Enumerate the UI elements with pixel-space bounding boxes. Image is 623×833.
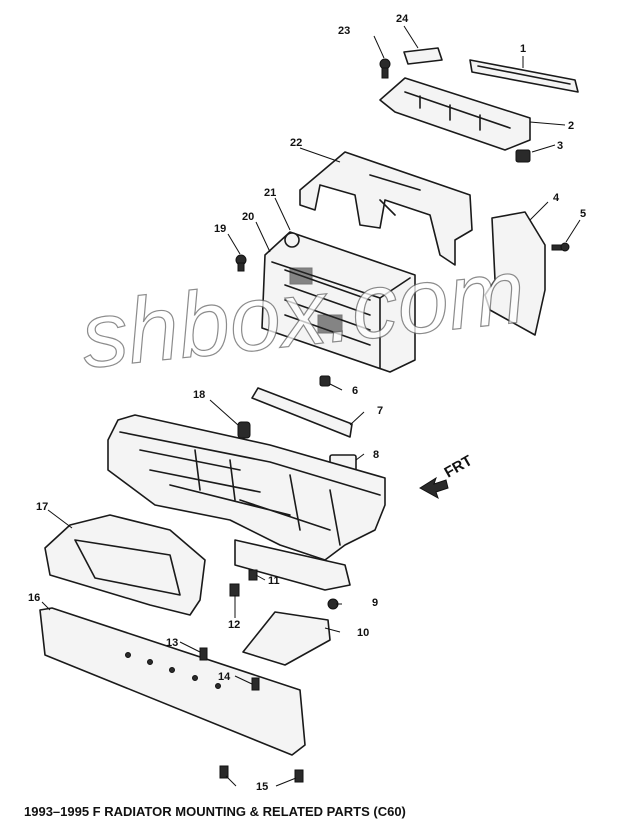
callout-1: 1 bbox=[520, 43, 526, 55]
part-6-clip bbox=[319, 375, 331, 387]
callout-11: 11 bbox=[268, 575, 280, 587]
callout-17: 17 bbox=[36, 501, 48, 513]
part-7-seal-bar bbox=[251, 387, 353, 438]
part-11-fastener bbox=[248, 569, 258, 581]
part-17-air-duct bbox=[44, 514, 206, 616]
part-19-bolt bbox=[235, 254, 247, 272]
part-21-radiator-cap bbox=[284, 232, 300, 248]
callout-24: 24 bbox=[396, 13, 409, 25]
front-direction-indicator: FRT bbox=[419, 452, 476, 500]
callout-22: 22 bbox=[290, 137, 302, 149]
callout-8: 8 bbox=[373, 449, 379, 461]
part-13-bolt bbox=[199, 647, 208, 661]
part-10-lower-shield bbox=[242, 611, 331, 666]
part-18-bumper bbox=[237, 421, 251, 439]
leader-lines bbox=[41, 25, 581, 787]
watermark: shbox.com bbox=[76, 240, 529, 388]
callout-9: 9 bbox=[372, 597, 378, 609]
callout-3: 3 bbox=[557, 140, 563, 152]
part-5-screw bbox=[551, 242, 570, 252]
callout-20: 20 bbox=[242, 211, 254, 223]
part-4-side-baffle bbox=[484, 211, 546, 336]
part-22-support-bracket bbox=[299, 151, 473, 266]
callout-7: 7 bbox=[377, 405, 383, 417]
part-1-seal-strip bbox=[469, 59, 579, 93]
part-15-screws bbox=[219, 765, 304, 783]
callout-4: 4 bbox=[553, 192, 560, 204]
callout-6: 6 bbox=[352, 385, 358, 397]
callout-15: 15 bbox=[256, 781, 268, 793]
callout-2: 2 bbox=[568, 120, 574, 132]
front-direction-label: FRT bbox=[442, 452, 476, 481]
callout-14: 14 bbox=[218, 671, 231, 683]
part-20-radiator bbox=[261, 231, 416, 373]
diagram-caption: 1993–1995 F RADIATOR MOUNTING & RELATED … bbox=[24, 804, 406, 819]
callout-21: 21 bbox=[264, 187, 276, 199]
callout-18: 18 bbox=[193, 389, 205, 401]
callout-16: 16 bbox=[28, 592, 40, 604]
callout-13: 13 bbox=[166, 637, 178, 649]
part-14-bolt bbox=[251, 677, 260, 691]
part-2-upper-support bbox=[379, 77, 531, 151]
part-3-clip bbox=[515, 149, 531, 163]
part-24-label-plate bbox=[403, 47, 443, 65]
callout-10: 10 bbox=[357, 627, 369, 639]
part-12-fastener bbox=[229, 583, 240, 597]
callout-23: 23 bbox=[338, 25, 350, 37]
callout-5: 5 bbox=[580, 208, 586, 220]
callout-numbers: 1 2 3 4 5 6 7 8 9 10 11 12 13 14 15 16 1… bbox=[28, 13, 586, 793]
part-23-bolt bbox=[379, 58, 391, 79]
part-16-air-dam bbox=[39, 607, 306, 756]
lower-deflector bbox=[234, 539, 351, 591]
callout-12: 12 bbox=[228, 619, 240, 631]
front-end-panel bbox=[107, 414, 386, 561]
callout-19: 19 bbox=[214, 223, 226, 235]
